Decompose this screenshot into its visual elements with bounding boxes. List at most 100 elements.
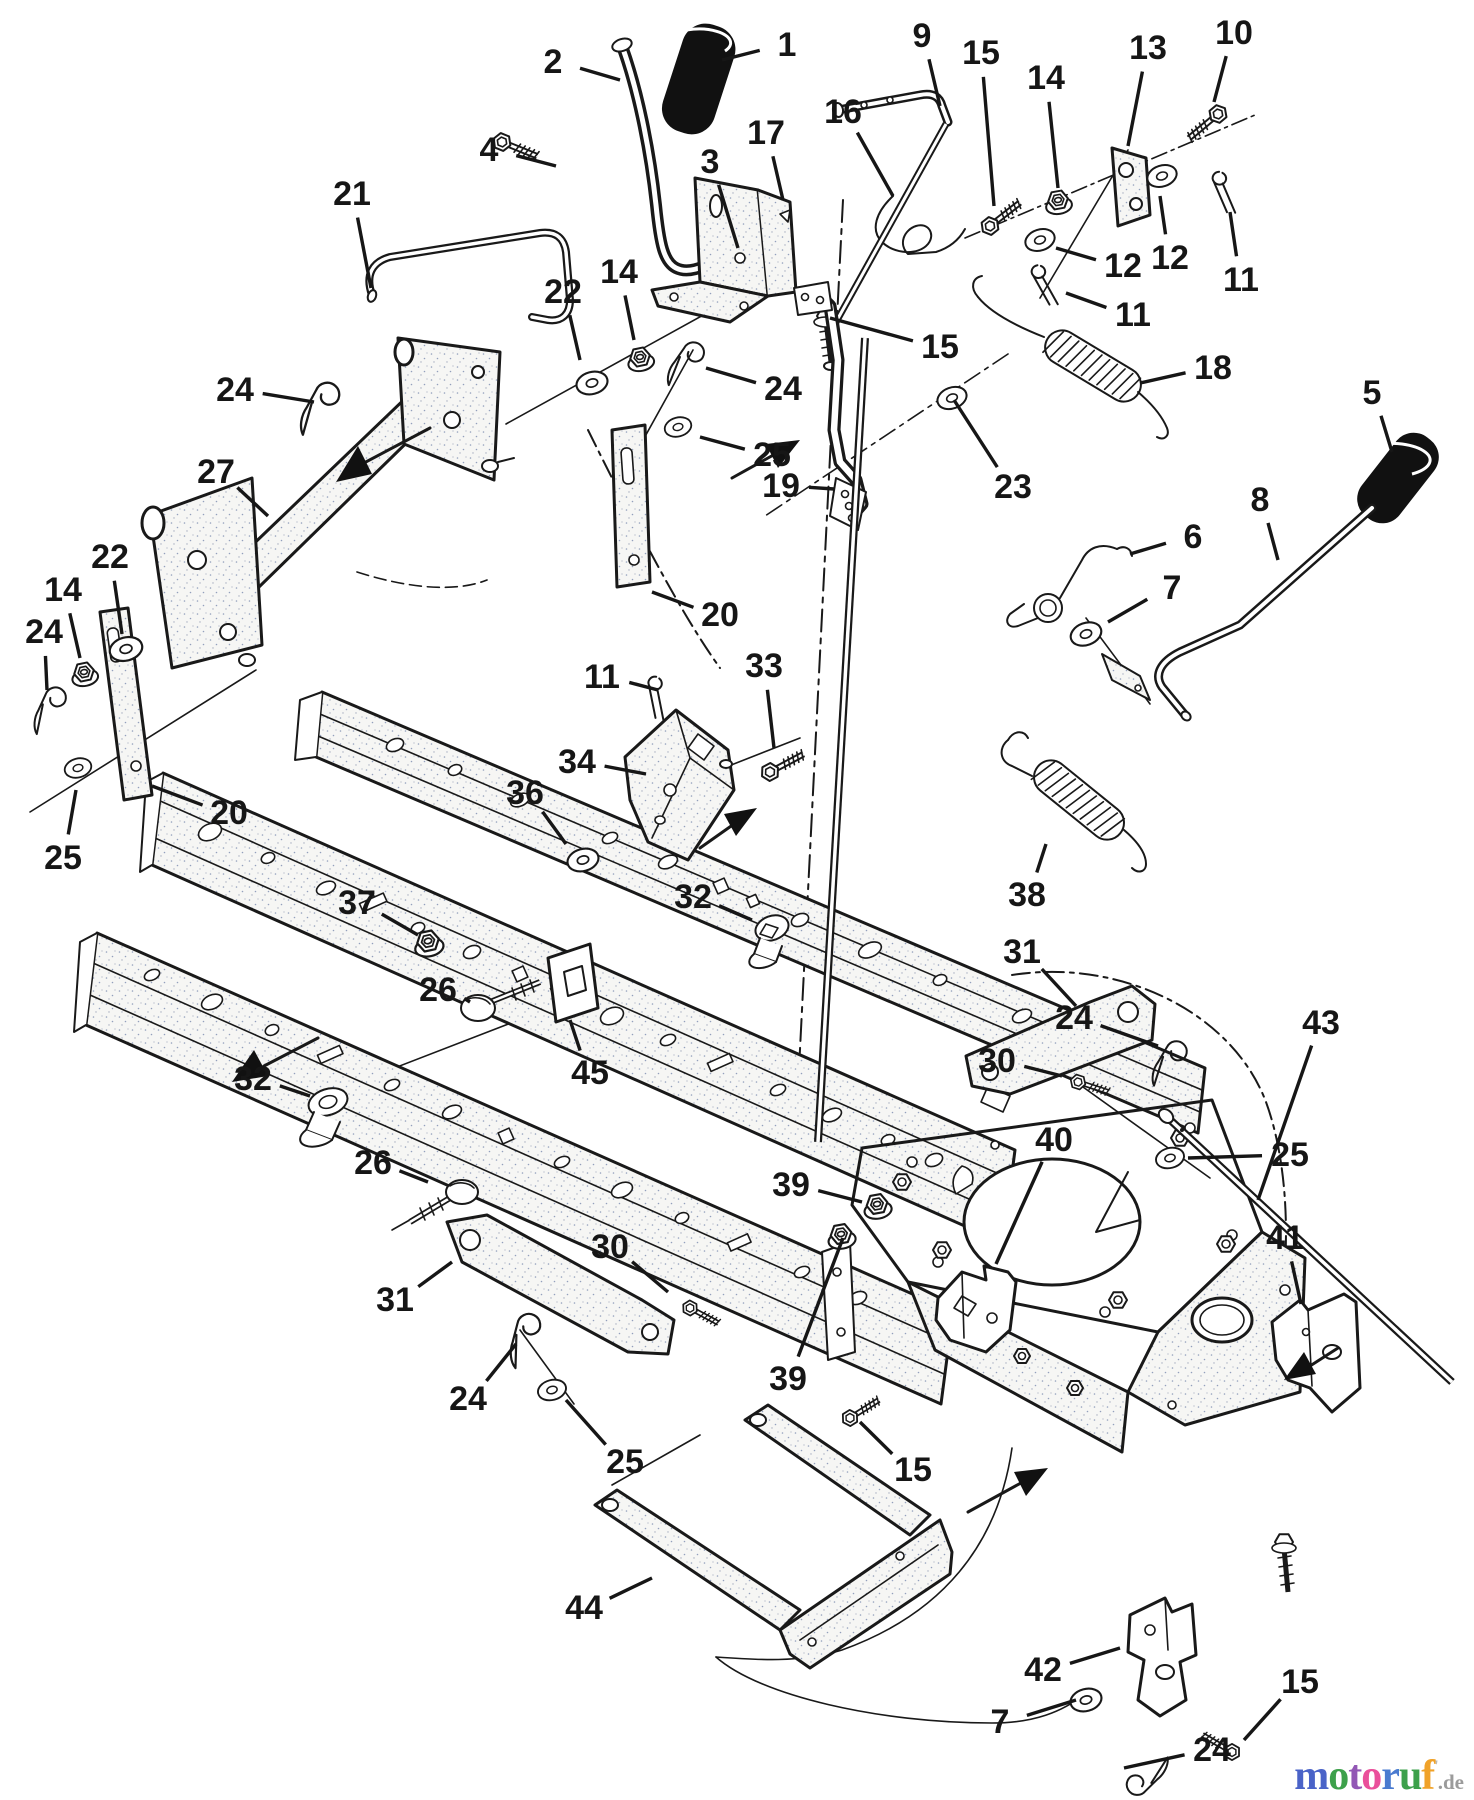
rod-9 [831, 89, 953, 127]
part-number-label: 25 [44, 839, 82, 877]
callout-leader [718, 904, 753, 922]
callout-leader [705, 366, 757, 385]
callout-leader [485, 1342, 518, 1382]
part-number-label: 22 [544, 273, 582, 311]
watermark-letter: u [1398, 1753, 1422, 1799]
arm-31-lower [445, 1213, 676, 1356]
callout-leader [1023, 1064, 1063, 1078]
callout-11-15: 11 [1065, 291, 1151, 334]
callout-leader [112, 580, 124, 635]
callout-leader [68, 612, 82, 659]
callout-25-34: 25 [44, 789, 82, 877]
callout-25-49: 25 [564, 1398, 644, 1481]
callout-20-35: 20 [151, 784, 248, 832]
part-number-label: 30 [978, 1042, 1016, 1080]
callout-13-10: 13 [1126, 29, 1167, 147]
hairpin-24-upper [298, 378, 342, 441]
part-number-label: 27 [197, 453, 235, 491]
part-number-label: 25 [753, 436, 791, 474]
bracket-42 [1126, 1596, 1198, 1718]
callout-leader [1040, 967, 1078, 1008]
spring-18 [972, 275, 1169, 440]
callout-leader [568, 314, 582, 361]
watermark-letter: r [1381, 1753, 1400, 1799]
part-number-label: 11 [1223, 261, 1259, 299]
bolt-15-top [978, 196, 1025, 237]
rod-21 [365, 228, 575, 325]
callout-leader [1187, 1154, 1263, 1160]
watermark-mark: ' [1434, 1758, 1439, 1775]
callout-39-58: 39 [772, 1166, 863, 1204]
part-number-label: 7 [1163, 569, 1182, 607]
callout-18-16: 18 [1139, 349, 1232, 387]
callout-7-22: 7 [1107, 569, 1182, 624]
hairpin-24-mid [664, 337, 708, 393]
callout-leader [765, 689, 776, 749]
part-number-label: 20 [701, 596, 739, 634]
washer-25-mid [661, 413, 695, 441]
callout-15-60: 15 [858, 1420, 932, 1489]
callout-14-32: 14 [44, 571, 82, 659]
callout-leader [398, 1169, 429, 1184]
plate-45 [546, 942, 600, 1024]
watermark-letter: o [1328, 1753, 1349, 1799]
callout-12-13: 12 [1055, 246, 1142, 285]
callout-24-33: 24 [25, 613, 63, 691]
callout-26-45: 26 [354, 1144, 429, 1184]
callout-leader [1126, 71, 1145, 147]
callout-leader [66, 789, 78, 835]
carriage-bolt-26-lower [408, 1179, 479, 1225]
callout-leader [1107, 597, 1149, 624]
plate-13 [1110, 146, 1152, 228]
callout-11-12: 11 [1223, 211, 1259, 299]
callout-22-31: 22 [91, 538, 129, 635]
callout-30-46: 30 [591, 1228, 670, 1294]
nut-14-mid [624, 344, 657, 375]
watermark-motoruf: motoruf'.de [1294, 1752, 1464, 1800]
lift-lever-19 [793, 281, 869, 531]
part-number-label: 15 [921, 328, 959, 366]
part-number-label: 12 [1151, 239, 1189, 277]
callout-42-62: 42 [1024, 1646, 1121, 1689]
cotter-pin-11-right [1202, 169, 1247, 216]
callout-leader [721, 48, 761, 62]
callout-leader [515, 153, 557, 168]
arm-31-right [964, 984, 1157, 1096]
nut-14-left [68, 659, 101, 690]
spring-38 [1000, 731, 1147, 873]
callout-40-56: 40 [994, 1121, 1073, 1265]
part-number-label: 24 [1055, 999, 1093, 1037]
callout-leader [380, 912, 419, 937]
callout-leader [628, 680, 659, 692]
callout-41-57: 41 [1266, 1219, 1304, 1305]
callout-25-25: 25 [699, 435, 791, 474]
callout-12-14: 12 [1151, 195, 1189, 277]
callout-leader [1035, 843, 1048, 874]
callout-leader [927, 58, 942, 107]
part-number-label: 6 [1184, 518, 1203, 556]
part-number-label: 44 [565, 1589, 603, 1627]
hairpin-24-bottom [1122, 1745, 1172, 1800]
callout-leader [1099, 1023, 1159, 1048]
callout-leader [699, 435, 746, 451]
callout-leader [796, 1237, 845, 1358]
callout-leader [994, 1161, 1044, 1265]
callout-11-36: 11 [584, 658, 659, 696]
callout-4-2: 4 [480, 131, 557, 169]
callout-leader [151, 784, 204, 807]
callout-leader [623, 295, 636, 341]
callout-leader [858, 1420, 894, 1456]
part-number-label: 33 [745, 647, 783, 685]
callout-leader [631, 1260, 670, 1294]
callout-24-53: 24 [1055, 999, 1159, 1048]
callout-leader [262, 391, 315, 404]
callout-27-30: 27 [197, 453, 270, 518]
washer-23 [933, 382, 971, 414]
washer-12-left [1021, 224, 1059, 256]
bushing-32-lower [299, 1087, 349, 1148]
handle-grip-1 [661, 23, 736, 135]
callout-leader [541, 810, 568, 845]
callout-3-4: 3 [701, 143, 740, 249]
callout-leader [1158, 195, 1168, 235]
callout-leader [604, 764, 647, 776]
